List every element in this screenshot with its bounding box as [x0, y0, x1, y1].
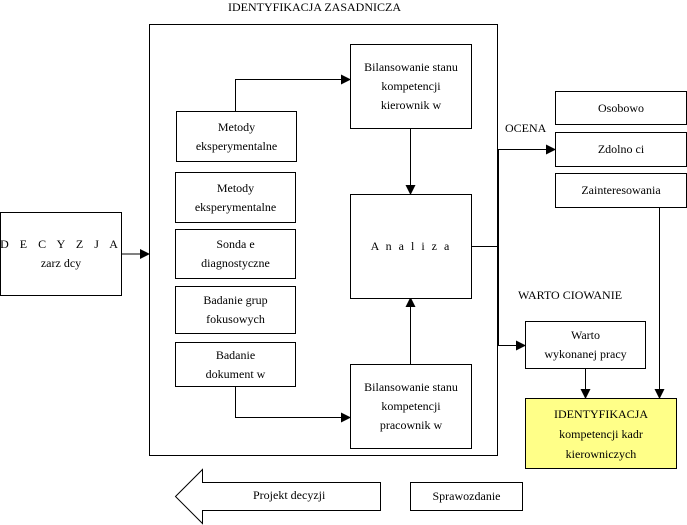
balance-workers-box: Bilansowanie stanu kompetencji pracownik… — [350, 364, 472, 449]
method-line: dokument w — [205, 366, 266, 381]
method-box: Metody eksperymentalne — [176, 111, 297, 162]
decision-project-arrow-shape — [174, 468, 381, 525]
valuation-line: Warto — [570, 328, 601, 342]
balance-line: kompetencji — [381, 79, 441, 93]
method-line: eksperymentalne — [194, 199, 277, 214]
analysis-box: A n a l i z a — [350, 194, 472, 299]
report-box: Sprawozdanie — [410, 482, 523, 511]
method-box: Badanie grup fokusowych — [175, 286, 296, 334]
identification-box: IDENTYFIKACJA kompetencji kadr kierownic… — [525, 398, 677, 469]
valuation-label: WARTO CIOWANIE — [518, 288, 623, 302]
frame-title: IDENTYFIKACJA ZASADNICZA — [228, 0, 401, 14]
method-box: Sonda e diagnostyczne — [175, 229, 296, 279]
method-line: Metody — [217, 119, 256, 134]
balance-line: pracownik w — [379, 418, 443, 432]
identification-frame — [149, 24, 498, 456]
method-line: diagnostyczne — [201, 256, 270, 270]
identification-line: kierowniczych — [565, 446, 637, 461]
report-label: Sprawozdanie — [432, 489, 501, 503]
decision-box: D E C Y Z J A zarz dcy — [0, 212, 122, 296]
valuation-box: Warto wykonanej pracy — [525, 321, 646, 369]
decision-project-label: Projekt decyzji — [253, 488, 326, 502]
method-line: Badanie grup — [203, 293, 268, 307]
assessment-item-label: Zainteresowania — [581, 183, 661, 197]
method-line: Badanie — [215, 347, 256, 362]
identification-line: kompetencji kadr — [559, 426, 643, 441]
balance-line: Bilansowanie stanu — [364, 380, 458, 394]
valuation-line: wykonanej pracy — [544, 347, 627, 361]
decision-title: D E C Y Z J A — [0, 237, 122, 251]
method-box: Badanie dokument w — [175, 342, 296, 387]
method-line: eksperymentalne — [195, 138, 278, 153]
assessment-item-label: Osobowo — [597, 100, 644, 115]
method-line: fokusowych — [206, 312, 265, 326]
decision-subtitle: zarz dcy — [40, 256, 82, 270]
identification-line: IDENTYFIKACJA — [554, 406, 648, 421]
method-line: Sonda e — [216, 237, 255, 251]
assessment-item-label: Zdolno ci — [597, 142, 645, 156]
assessment-item: Osobowo — [555, 91, 687, 125]
balance-managers-box: Bilansowanie stanu kompetencji kierownik… — [350, 44, 472, 129]
method-box: Metody eksperymentalne — [175, 172, 296, 223]
balance-line: kompetencji — [381, 399, 441, 413]
balance-line: kierownik w — [380, 98, 442, 112]
assessment-item: Zainteresowania — [555, 173, 687, 208]
assessment-label: OCENA — [505, 121, 547, 135]
method-line: Metody — [216, 180, 255, 195]
arrow-methods-to-balance-managers — [235, 74, 351, 111]
assessment-item: Zdolno ci — [555, 132, 687, 167]
arrow-documents-to-balance-workers — [235, 386, 351, 423]
balance-line: Bilansowanie stanu — [364, 60, 458, 74]
analysis-label: A n a l i z a — [370, 239, 452, 253]
